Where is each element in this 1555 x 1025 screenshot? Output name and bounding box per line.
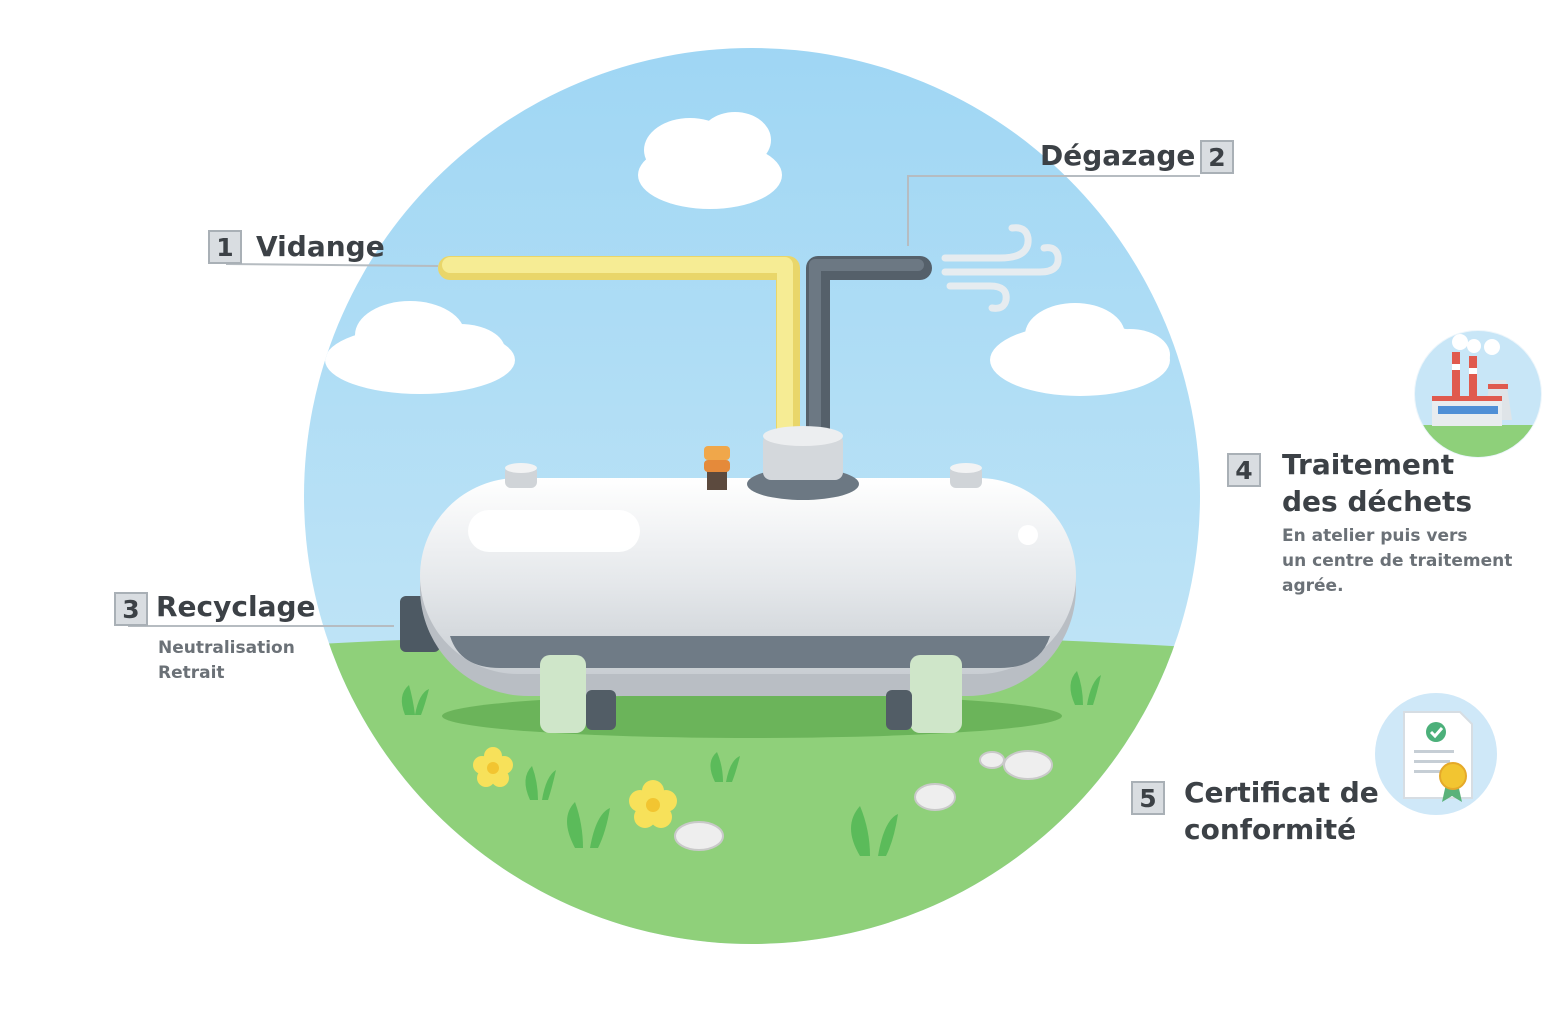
drain-pipe (438, 256, 800, 444)
scene-circle (304, 48, 1200, 944)
propane-tank-illustration (400, 426, 1076, 733)
step-1-badge: 1 (208, 230, 242, 264)
plant-icon (401, 671, 1101, 856)
step-5-title-line-1: Certificat de (1184, 776, 1379, 809)
step-5-badge: 5 (1131, 781, 1165, 815)
stone-icon (674, 750, 1053, 851)
step-4-detail-1: En atelier puis vers (1282, 526, 1468, 546)
step-3-detail-2: Retrait (158, 663, 225, 683)
step-4-title-line-2: des déchets (1282, 485, 1473, 518)
step-3-badge: 3 (114, 592, 148, 626)
vent-pipe (806, 256, 932, 444)
factory-icon (1414, 330, 1542, 458)
step-4-badge: 4 (1227, 453, 1261, 487)
step-2-badge: 2 (1200, 140, 1234, 174)
certificate-icon (1375, 693, 1497, 815)
cloud-icon (325, 112, 1170, 396)
step-3-detail-1: Neutralisation (158, 638, 295, 658)
leader-lines (128, 175, 1200, 627)
flower-icon (473, 747, 677, 828)
step-4-title-line-1: Traitement (1282, 448, 1455, 481)
step-5-title-line-2: conformité (1184, 813, 1357, 846)
wind-icon (941, 224, 1062, 312)
step-4-detail-3: agrée. (1282, 576, 1344, 596)
step-2-title: Dégazage (1040, 139, 1196, 172)
step-4-detail-2: un centre de traitement (1282, 551, 1513, 571)
step-3-title: Recyclage (156, 590, 316, 623)
step-1-title: Vidange (256, 230, 385, 263)
